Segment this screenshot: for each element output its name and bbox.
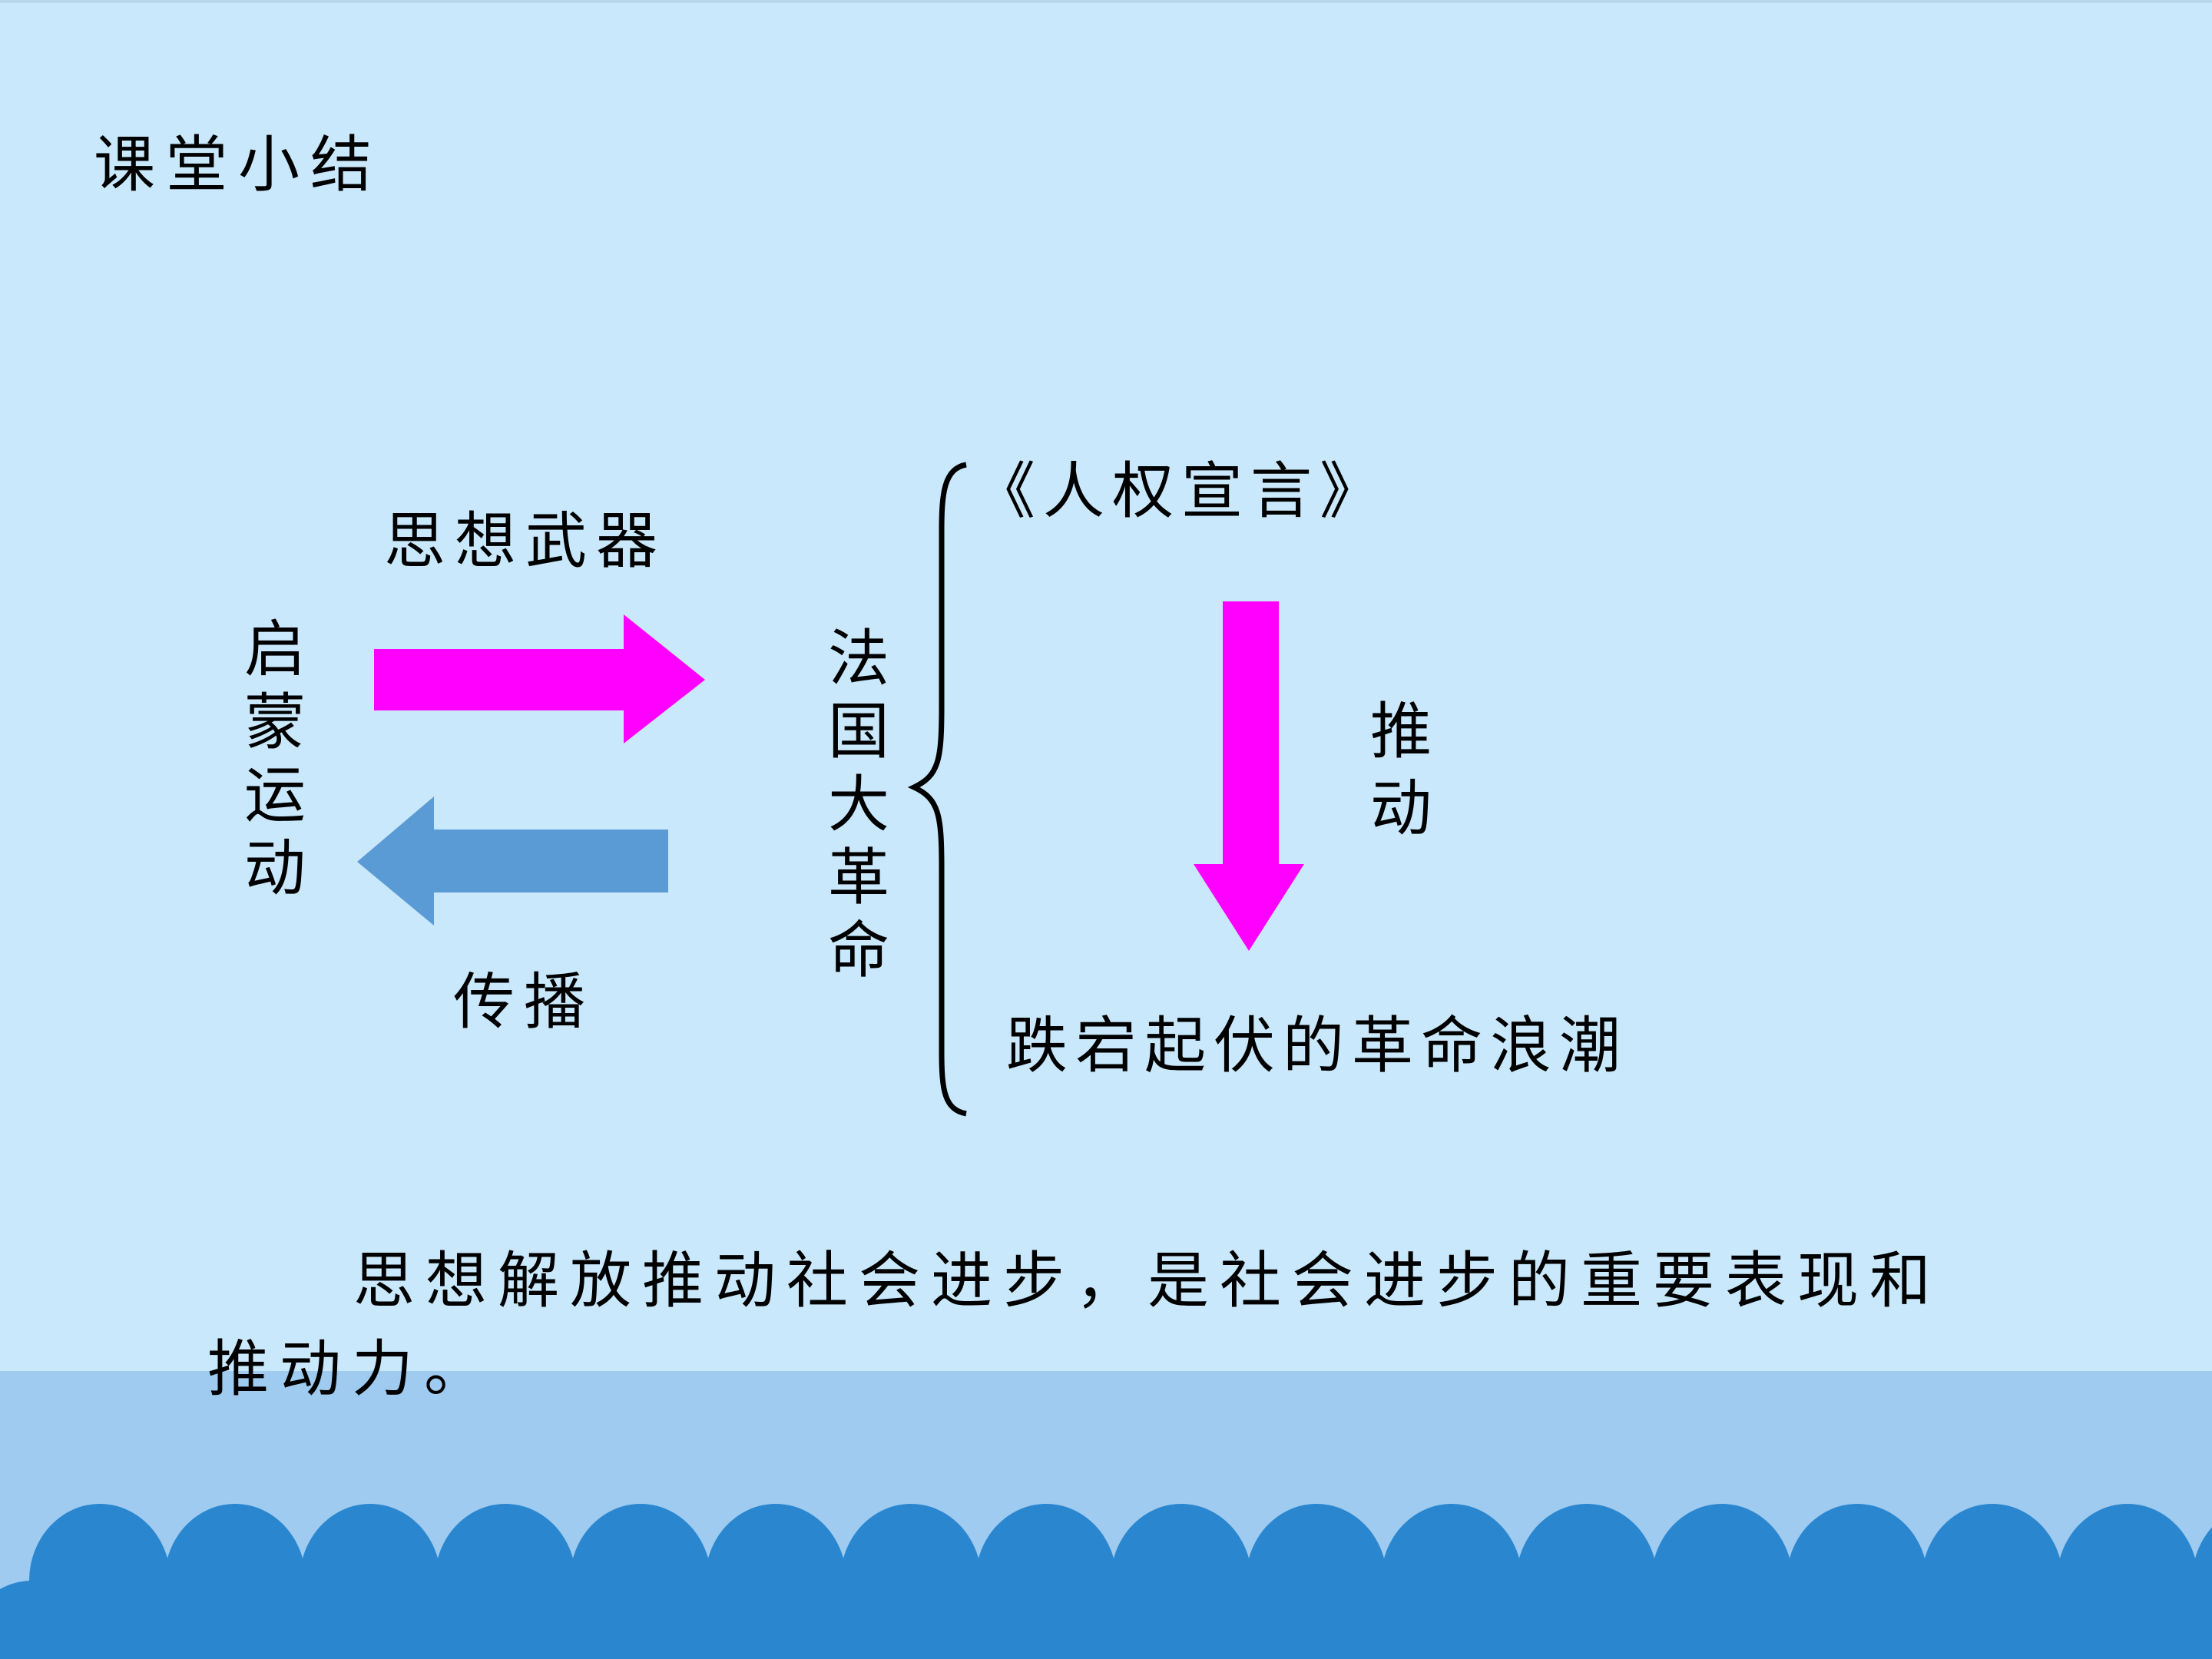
conclusion-text: 思想解放推动社会进步，是社会进步的重要表现和推动力。 bbox=[207, 1245, 1942, 1405]
declaration-label: 《人权宣言》 bbox=[974, 455, 1389, 527]
wave-scallop bbox=[1313, 1581, 1455, 1659]
down-arrow-magenta bbox=[1194, 601, 1304, 951]
top-border bbox=[0, 0, 2212, 3]
wave-scallop bbox=[1854, 1581, 1995, 1659]
wave-scallop bbox=[0, 1581, 103, 1659]
enlightenment-label: 启蒙运动 bbox=[244, 614, 306, 904]
ideological-weapon-label: 思想武器 bbox=[384, 505, 667, 577]
wave-scallop bbox=[1989, 1581, 2131, 1659]
wave-scallop bbox=[908, 1581, 1049, 1659]
wave-scallop bbox=[1719, 1581, 1860, 1659]
slide-title: 课堂小结 bbox=[94, 129, 382, 200]
spread-label: 传播 bbox=[453, 966, 594, 1038]
french-revolution-label: 法国大革命 bbox=[828, 623, 889, 986]
left-arrow-blue bbox=[357, 796, 668, 926]
wave-scallop bbox=[97, 1581, 238, 1659]
revolution-wave-label: 跌宕起伏的革命浪潮 bbox=[1006, 1010, 1628, 1081]
wave-scallop bbox=[2124, 1581, 2212, 1659]
curly-brace bbox=[907, 462, 967, 1117]
wave-scallop bbox=[367, 1581, 508, 1659]
wave-scallop bbox=[637, 1581, 779, 1659]
wave-scallop bbox=[1178, 1581, 1320, 1659]
right-arrow-magenta bbox=[374, 614, 705, 743]
wave-scallop bbox=[1043, 1581, 1184, 1659]
wave-scallop bbox=[773, 1581, 914, 1659]
wave-scallop bbox=[1584, 1581, 1725, 1659]
promote-label: 推动 bbox=[1370, 696, 1432, 844]
wave-scallop bbox=[232, 1581, 373, 1659]
wave-scallop bbox=[502, 1581, 644, 1659]
wave-scallop bbox=[1449, 1581, 1590, 1659]
